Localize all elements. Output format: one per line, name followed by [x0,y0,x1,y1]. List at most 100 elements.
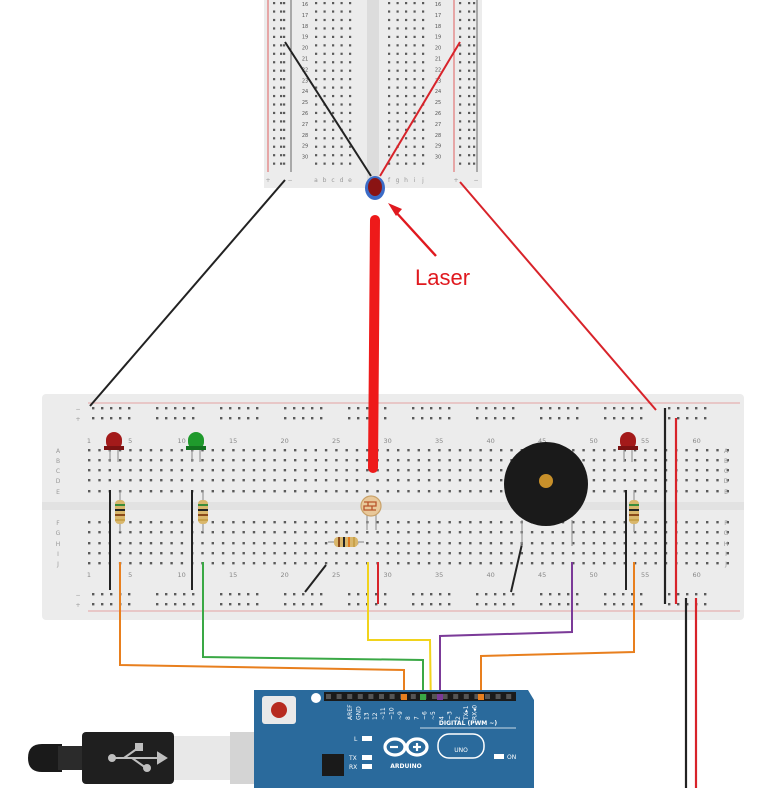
breadboard-hole [405,18,408,22]
led-red-2[interactable] [618,432,638,462]
led-red-1[interactable] [104,432,124,462]
breadboard-hole [323,52,326,55]
breadboard-hole [500,531,503,534]
resistor-4[interactable] [328,537,364,547]
rail-hole [631,603,634,606]
rail-hole [468,128,471,131]
breadboard-hole [315,162,318,165]
breadboard-hole [422,128,425,131]
rail-hole [540,603,543,606]
breadboard-hole [726,552,729,555]
breadboard-hole [355,521,359,524]
rail-hole [468,18,471,22]
rail-hole [128,593,131,596]
rail-hole [101,603,104,606]
rail-hole [473,120,476,123]
breadboard-hole [349,10,352,13]
breadboard-hole [396,162,399,165]
breadboard-hole [242,531,245,534]
main-row-letter-right: E [724,489,728,496]
reset-button[interactable] [271,702,287,718]
breadboard-hole [315,86,318,89]
main-column-number-top: 30 [384,437,392,445]
breadboard-hole [422,35,425,38]
top-column-letter: d [340,177,344,184]
rail-hole [640,593,643,596]
breadboard-hole [541,542,544,545]
breadboard-hole [407,459,410,462]
photoresistor[interactable] [360,495,382,530]
breadboard-hole [211,449,214,452]
breadboard-hole [413,44,416,47]
breadboard-hole [633,459,637,462]
breadboard-hole [349,61,352,64]
breadboard-hole [252,531,256,534]
breadboard-hole [633,490,637,493]
breadboard-hole [170,562,173,565]
breadboard-hole [510,521,513,524]
resistor-1[interactable] [115,490,125,532]
breadboard-hole [633,562,637,565]
breadboard-hole [324,562,328,565]
breadboard-hole [211,542,214,545]
rail-hole [156,417,159,420]
breadboard-hole [242,490,245,493]
rail-hole [459,128,462,131]
rail-hole [473,86,476,89]
mounting-hole [311,693,321,703]
wire-ends [401,694,484,700]
breadboard-hole [685,459,688,462]
main-column-number-bottom: 20 [281,571,289,579]
breadboard-hole [592,490,596,493]
breadboard-hole [345,490,348,493]
rail-hole [704,417,707,420]
rail-hole [311,593,314,596]
led-green[interactable] [186,432,206,462]
rail-hole [473,61,476,64]
rail-hole [576,603,579,606]
resistor-3[interactable] [629,490,639,532]
breadboard-hole [242,469,245,472]
breadboard-hole [355,562,359,565]
breadboard-hole [520,562,523,565]
breadboard-hole [180,490,184,493]
rail-hole [473,69,476,72]
breadboard-hole [283,449,287,452]
breadboard-hole [644,490,647,493]
breadboard-hole [397,562,400,565]
breadboard-hole [405,120,408,123]
piezo-buzzer[interactable] [504,442,588,546]
breadboard-hole [314,521,317,524]
laser-emitter[interactable] [365,176,385,200]
breadboard-hole [695,552,699,555]
rail-hole [156,407,159,410]
header-pin-hole [442,694,448,699]
main-row-letter-right: C [724,468,728,475]
breadboard-hole [407,479,410,482]
breadboard-hole [407,449,410,452]
breadboard-hole [396,103,399,106]
breadboard-hole [304,552,307,555]
resistor-2[interactable] [198,490,208,532]
main-column-number-top: 25 [332,437,340,445]
rail-hole [165,417,168,420]
rail-hole [485,417,488,420]
rail-hole [640,603,643,606]
breadboard-hole [603,521,606,524]
breadboard-hole [561,531,565,534]
breadboard-hole [396,137,399,140]
rail-hole [459,78,462,81]
rail-hole [273,35,276,38]
rail-hole [613,603,616,606]
breadboard-hole [397,490,400,493]
breadboard-hole [315,61,318,64]
rail-hole [101,407,104,410]
breadboard-hole [716,469,719,472]
breadboard-hole [340,2,343,5]
breadboard-hole [458,531,462,534]
breadboard-hole [129,531,132,534]
breadboard-hole [324,542,328,545]
breadboard-hole [448,562,451,565]
